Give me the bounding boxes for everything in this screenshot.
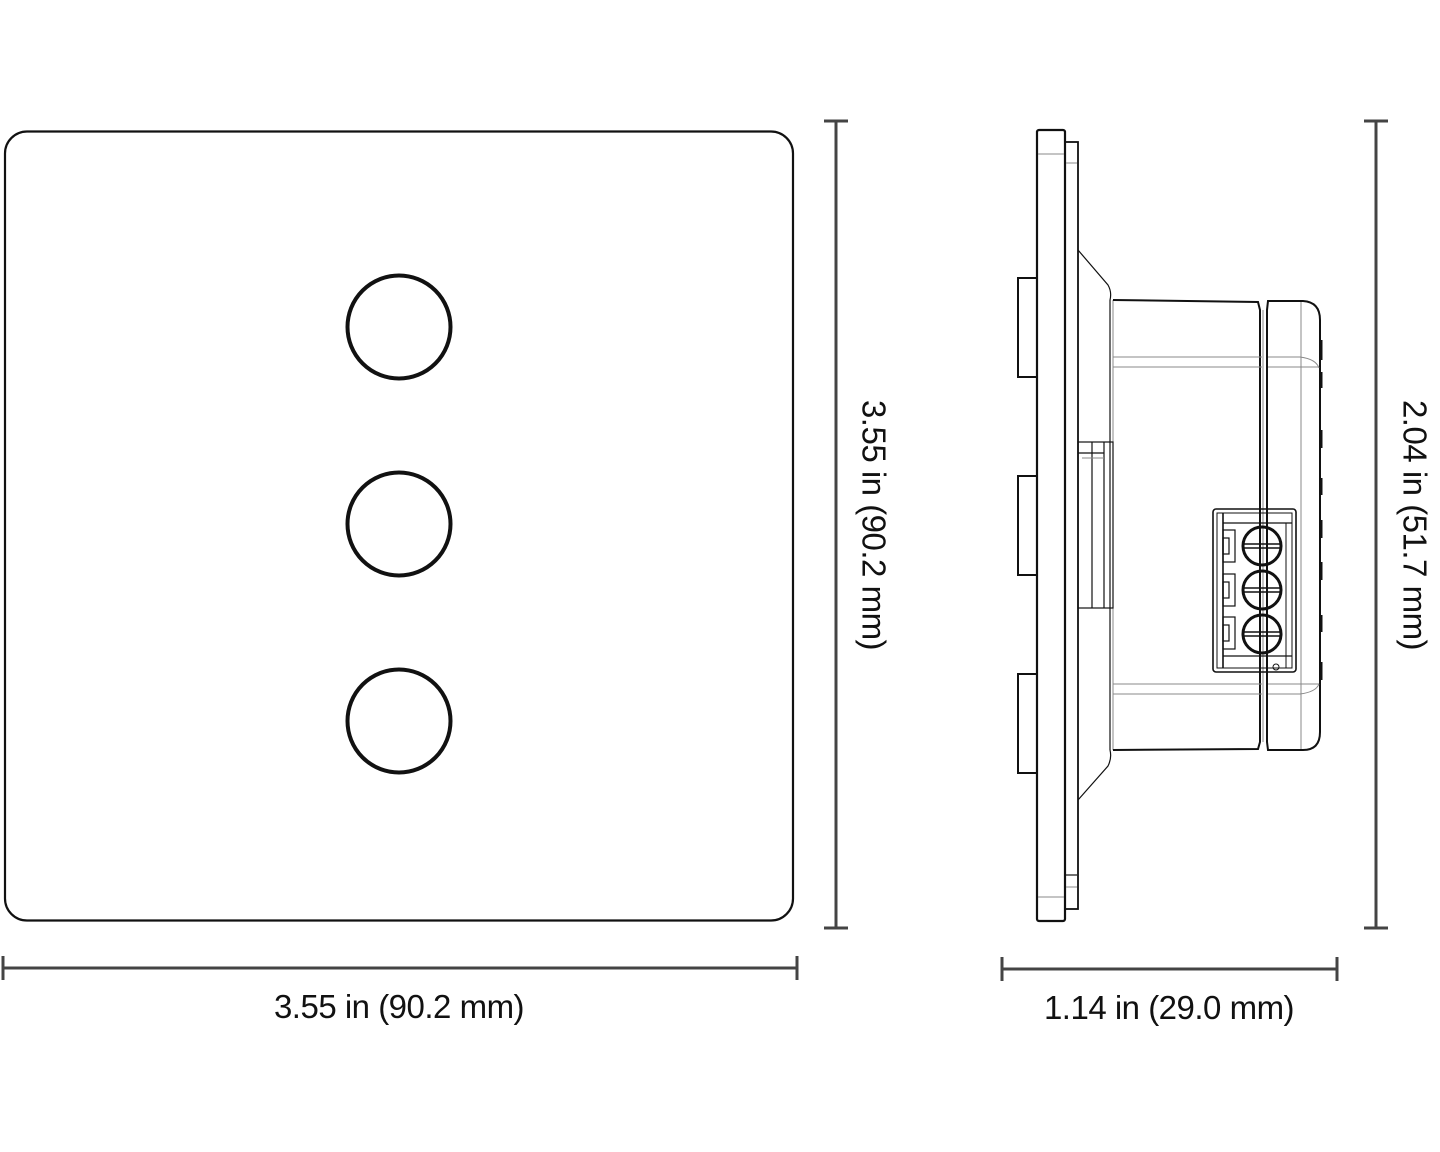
side-button-middle — [1017, 475, 1038, 576]
side-depth-dimension — [1000, 957, 1339, 981]
screw-middle — [1241, 569, 1283, 611]
side-height-dimension — [1364, 119, 1388, 930]
screw-bottom — [1241, 613, 1283, 655]
button-top — [345, 273, 453, 381]
side-button-top — [1017, 277, 1038, 378]
button-bottom — [345, 667, 453, 775]
front-height-dimension — [824, 119, 848, 930]
side-depth-label: 1.14 in (29.0 mm) — [1043, 989, 1295, 1026]
side-button-bottom — [1017, 673, 1038, 774]
front-view — [3, 130, 795, 922]
side-height-label: 2.04 in (51.7 mm) — [1396, 399, 1434, 651]
side-back-cap — [1266, 300, 1321, 751]
front-height-label: 3.55 in (90.2 mm) — [855, 399, 893, 651]
terminal-block — [1212, 508, 1297, 673]
screw-top — [1241, 525, 1283, 567]
side-back-plate — [1064, 141, 1079, 910]
side-view — [1017, 128, 1323, 923]
front-plate — [3, 130, 795, 922]
side-front-plate — [1035, 128, 1067, 923]
front-width-dimension — [1, 956, 799, 980]
front-width-label: 3.55 in (90.2 mm) — [273, 988, 525, 1025]
button-middle — [345, 470, 453, 578]
